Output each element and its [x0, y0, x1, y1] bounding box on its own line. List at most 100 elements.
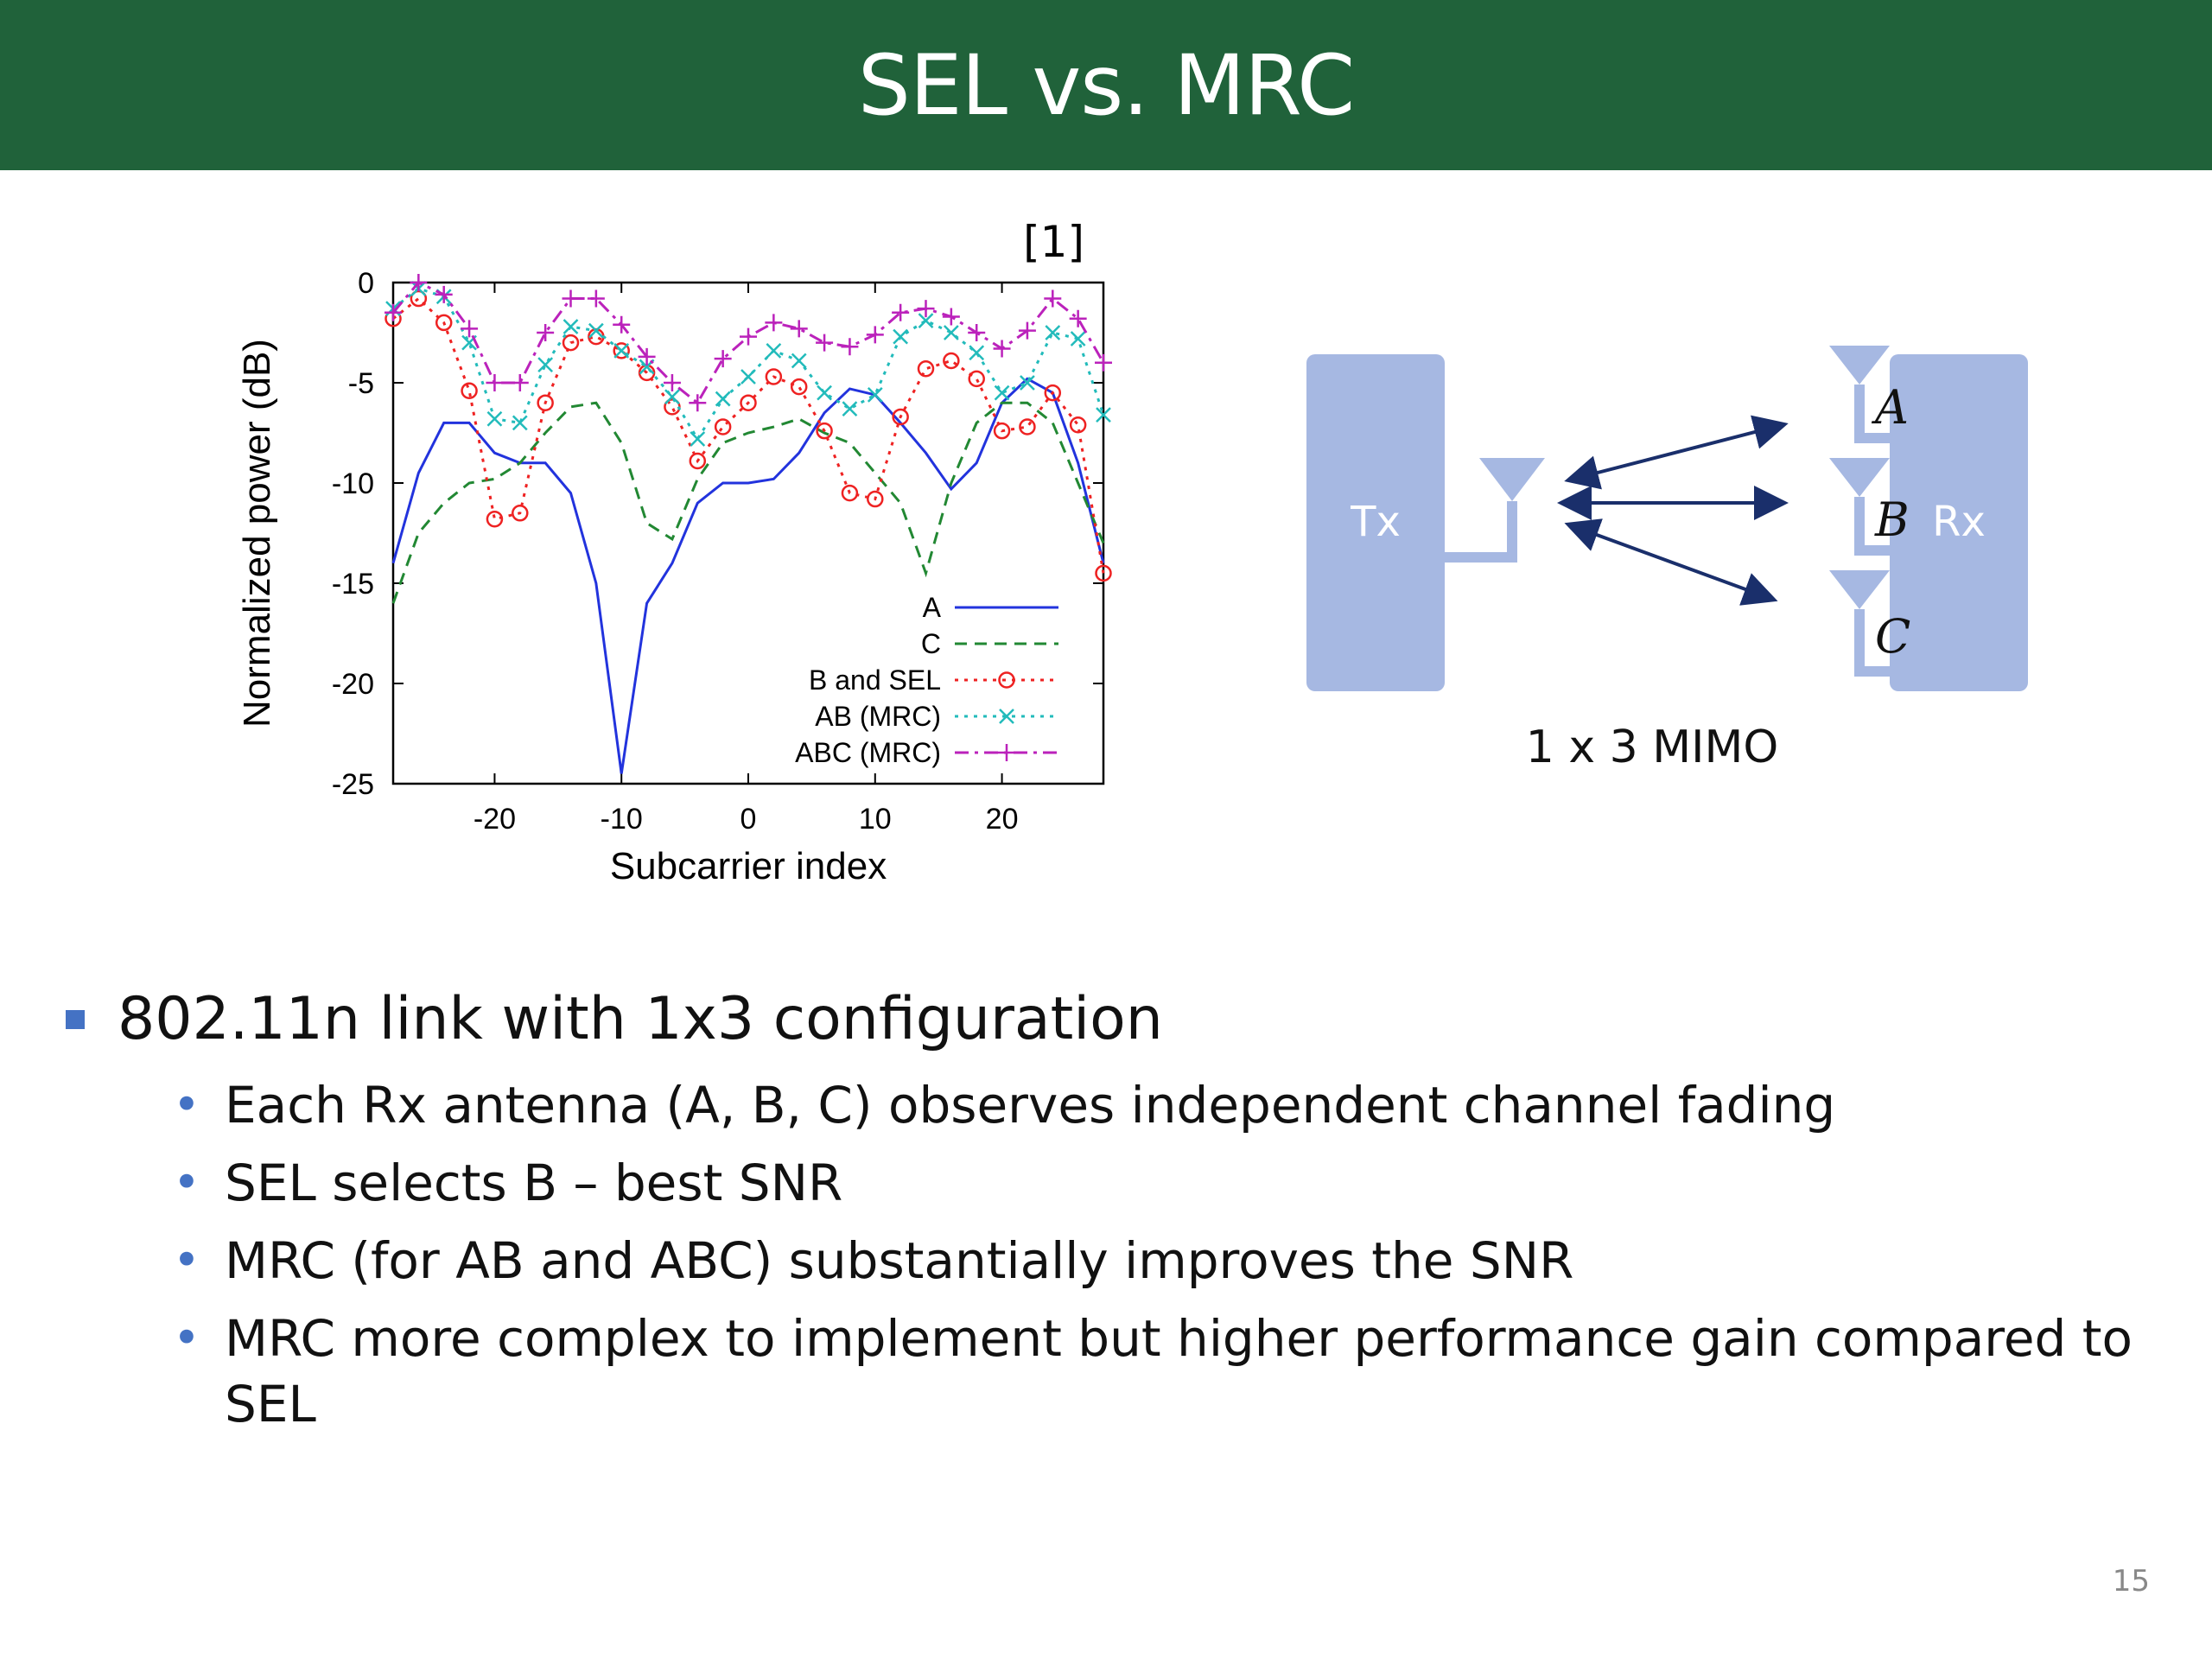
sub-bullet-text: SEL selects B – best SNR	[225, 1154, 843, 1212]
data-point-4	[689, 394, 707, 412]
data-point-3	[893, 328, 909, 345]
data-point-3	[741, 369, 756, 385]
data-point-4	[790, 320, 808, 338]
data-point-3	[664, 389, 680, 405]
data-point-4	[740, 327, 757, 346]
data-point-2	[917, 360, 935, 378]
data-point-3	[690, 431, 706, 447]
page-number: 15	[2112, 1564, 2150, 1599]
rx-antenna-a-feed	[1854, 385, 1890, 443]
data-point-4	[841, 338, 859, 356]
data-point-4	[1018, 321, 1036, 340]
plot-frame	[391, 281, 1105, 785]
rx-box	[1890, 354, 2028, 691]
rx-antenna-c-icon	[1829, 570, 1890, 609]
data-point-4	[486, 374, 504, 391]
data-point-2	[892, 408, 909, 426]
y-tick-label: -20	[332, 668, 374, 701]
data-point-2	[740, 394, 757, 411]
legend-marker	[999, 709, 1014, 724]
data-point-2	[841, 484, 859, 502]
sub-bullet-text: MRC more complex to implement but higher…	[225, 1309, 2133, 1433]
legend-label: A	[923, 592, 942, 623]
data-point-4	[892, 303, 910, 321]
x-tick-label: 20	[986, 803, 1019, 836]
bullet-main: 802.11n link with 1x3 configuration	[60, 985, 2169, 1053]
data-point-4	[1069, 309, 1087, 327]
data-point-2	[790, 378, 808, 396]
series-line-1	[391, 401, 1105, 604]
y-tick-label: 0	[358, 267, 374, 300]
data-point-4	[1044, 289, 1062, 308]
data-point-2	[714, 418, 732, 435]
sub-bullet: • MRC more complex to implement but high…	[173, 1306, 2169, 1437]
antenna-label-a: A	[1871, 380, 1909, 435]
round-bullet-icon: •	[173, 1155, 200, 1210]
legend-marker	[998, 671, 1015, 689]
data-point-4	[511, 374, 529, 391]
diagram-caption: 1 x 3 MIMO	[1526, 721, 1779, 773]
sub-bullet: • SEL selects B – best SNR	[173, 1150, 2169, 1216]
x-tick-label: 10	[859, 803, 892, 836]
data-point-2	[765, 368, 783, 385]
data-point-3	[842, 401, 858, 417]
round-bullet-icon: •	[173, 1233, 200, 1287]
data-point-3	[537, 357, 554, 373]
data-point-2	[613, 342, 630, 359]
slide-title: SEL vs. MRC	[857, 36, 1355, 134]
x-tick-label: 0	[741, 803, 757, 836]
data-point-3	[486, 410, 503, 427]
data-point-2	[993, 422, 1011, 440]
data-point-4	[1095, 353, 1112, 372]
data-point-4	[968, 324, 986, 341]
data-point-2	[435, 314, 453, 332]
tx-antenna-feed	[1445, 501, 1517, 563]
tx-antenna-icon	[1479, 458, 1545, 501]
y-axis-label: Normalized power (dB)	[236, 339, 278, 728]
y-tick-label: -5	[348, 367, 374, 400]
square-bullet-icon	[66, 1009, 85, 1029]
data-point-3	[766, 342, 782, 359]
data-point-3	[994, 385, 1010, 401]
data-point-4	[765, 314, 783, 332]
data-point-3	[613, 342, 630, 359]
data-point-4	[917, 300, 935, 318]
data-point-2	[461, 382, 478, 400]
data-point-3	[817, 385, 832, 401]
link-arrow-c	[1564, 518, 1778, 606]
tx-label: Tx	[1350, 498, 1401, 546]
rx-antenna-a-icon	[1829, 346, 1890, 385]
rx-antenna-c-feed	[1854, 609, 1890, 677]
data-point-3	[1096, 407, 1111, 423]
data-point-4	[385, 303, 402, 321]
data-point-4	[866, 326, 884, 344]
data-point-4	[993, 340, 1011, 358]
data-point-2	[1069, 416, 1087, 434]
sub-bullet: • Each Rx antenna (A, B, C) observes ind…	[173, 1072, 2169, 1138]
data-point-4	[410, 274, 428, 291]
data-point-2	[867, 490, 884, 508]
sub-bullet-text: Each Rx antenna (A, B, C) observes indep…	[225, 1076, 1836, 1135]
data-point-3	[715, 391, 731, 407]
data-point-4	[562, 289, 580, 308]
data-point-4	[613, 315, 631, 334]
data-point-3	[1045, 325, 1061, 340]
tx-box	[1306, 354, 1445, 691]
link-arrow-a	[1564, 415, 1789, 490]
data-point-2	[512, 505, 529, 522]
data-point-3	[918, 313, 934, 328]
data-point-2	[689, 452, 707, 470]
data-point-4	[587, 289, 605, 308]
mimo-svg: Tx Rx A B C 1 x 3 MIMO	[1306, 346, 2028, 773]
data-point-2	[410, 289, 428, 308]
sub-bullet-text: MRC (for AB and ABC) substantially impro…	[225, 1231, 1574, 1290]
y-tick-label: -15	[332, 568, 374, 601]
data-point-3	[791, 353, 807, 369]
bullet-list: 802.11n link with 1x3 configuration • Ea…	[60, 985, 2169, 1449]
data-point-4	[942, 308, 960, 326]
data-point-2	[1044, 384, 1062, 402]
legend-marker	[998, 744, 1015, 761]
data-point-4	[435, 285, 453, 303]
